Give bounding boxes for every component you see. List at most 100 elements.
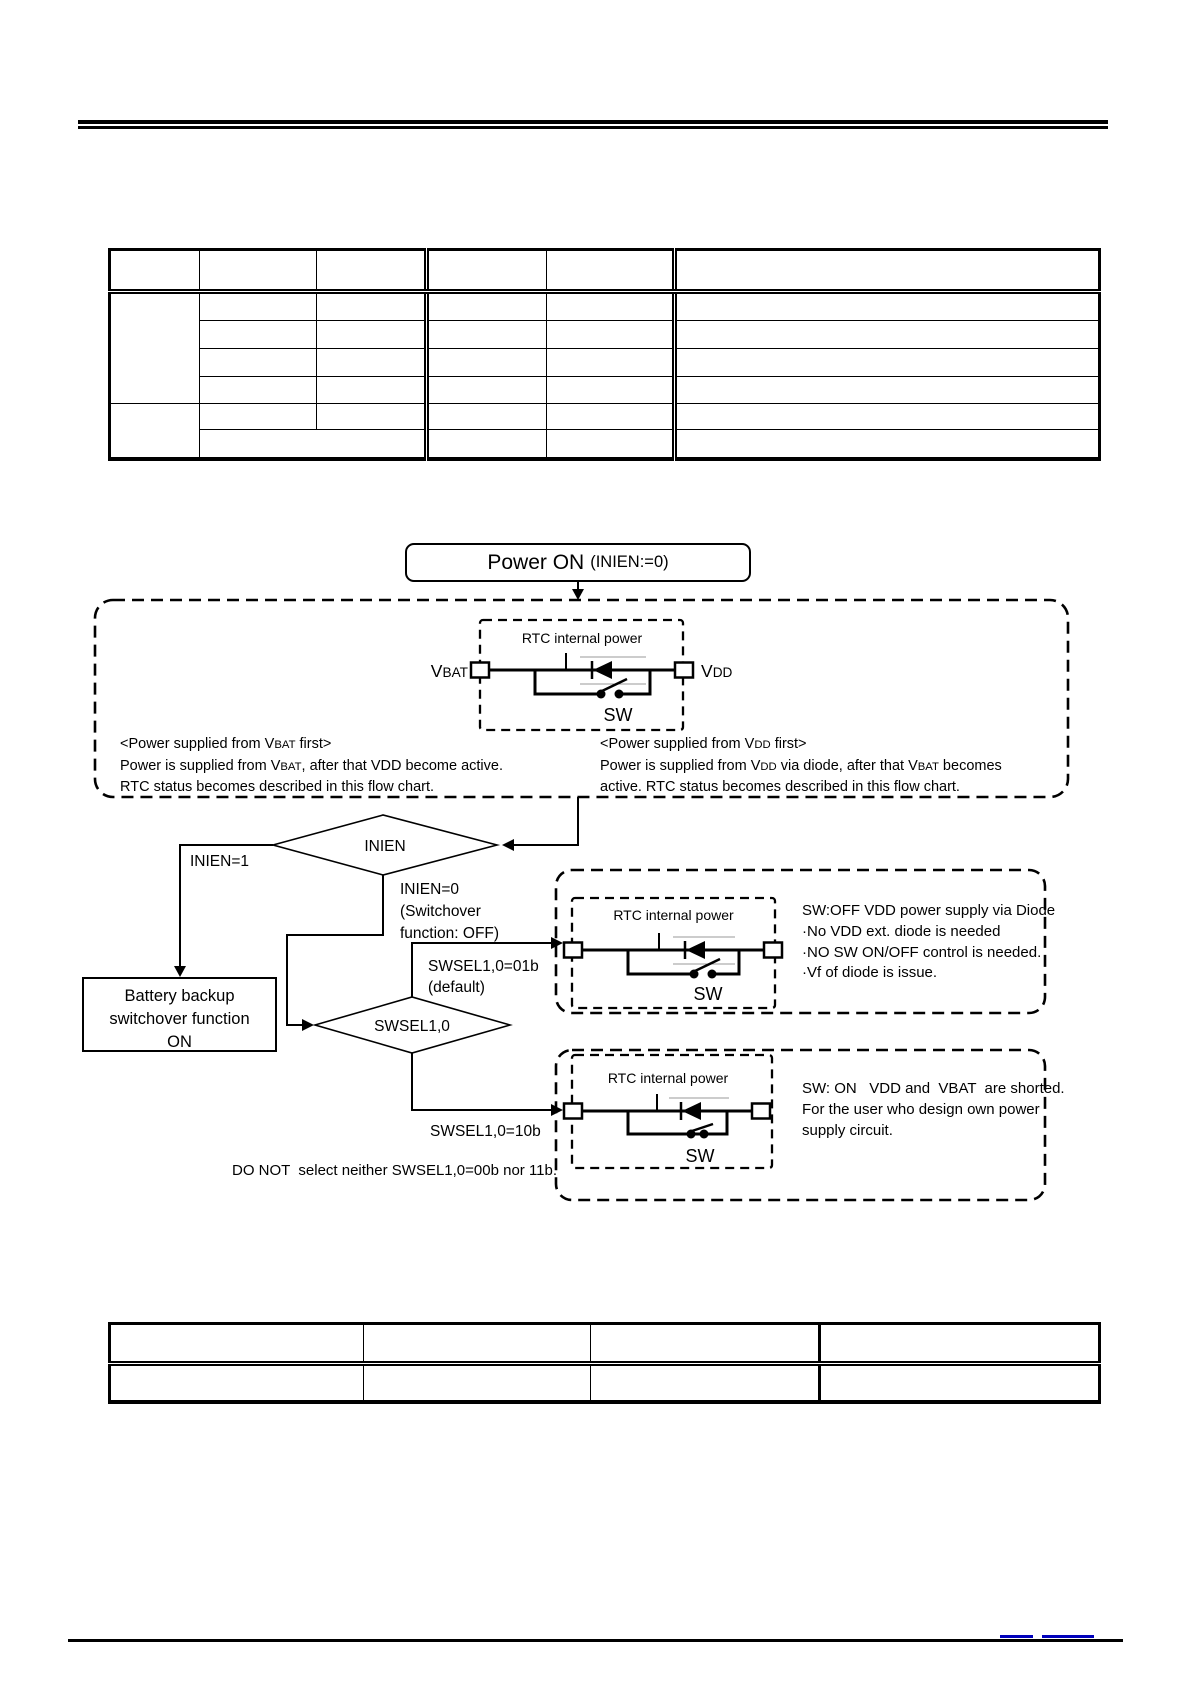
vbat-terminal	[469, 661, 491, 679]
note-vbat-first: <Power supplied from VBAT first>Power is…	[120, 736, 503, 795]
vdd-terminal	[750, 1102, 772, 1120]
sw-off-outer-dashed-box	[554, 868, 1047, 1015]
swsel-decision-diamond	[312, 996, 513, 1054]
table-cell	[546, 249, 675, 294]
table-cell	[590, 1323, 820, 1366]
top-rule-lower	[78, 126, 1108, 129]
sw-label: SW	[693, 984, 723, 1004]
inien-decision-label: INIEN	[364, 838, 406, 855]
arrowheads	[174, 589, 584, 1116]
power-on-start-box: Power ON (INIEN:=0)	[405, 543, 751, 582]
decision-diamonds	[269, 814, 513, 1054]
flow-connectors	[179, 582, 579, 1111]
table-cell	[590, 1363, 820, 1402]
top-table	[108, 248, 1101, 461]
start-label: Power ON	[487, 550, 585, 574]
table-cell	[316, 376, 427, 404]
arrow-down-icon	[572, 589, 584, 600]
table-cell	[672, 376, 1100, 404]
table-cell	[424, 429, 547, 459]
table-cell	[199, 348, 317, 377]
sw-off-notes: SW:OFF VDD power supply via Diode·No VDD…	[802, 902, 1056, 982]
note-vdd-first: <Power supplied from VDD first>Power is …	[600, 736, 1002, 795]
table-cell	[363, 1323, 591, 1366]
switch-closed-icon	[691, 1122, 714, 1133]
table-cell	[424, 249, 547, 294]
rtc-power-circuit-sw-on	[562, 1094, 772, 1139]
top-rule-upper	[78, 120, 1108, 124]
table-cell	[424, 320, 547, 349]
arrow-left-icon	[502, 839, 514, 851]
sw-on-notes: SW: ON VDD and VBAT are shorted.For the …	[802, 1080, 1065, 1139]
table-cell	[424, 291, 547, 321]
inien-decision-diamond	[269, 814, 501, 876]
diode-icon	[682, 1102, 701, 1120]
table-cell	[546, 376, 675, 404]
rtc-power-circuit-sw-off	[562, 933, 784, 979]
power-on-state-dashed-box	[93, 598, 1070, 799]
sw-on-outer-dashed-box	[554, 1048, 1047, 1202]
diode-icon	[593, 661, 612, 679]
table-cell	[424, 376, 547, 404]
arrow-right-icon	[551, 1104, 563, 1116]
sw-label: SW	[685, 1146, 715, 1166]
table-row	[110, 429, 1100, 459]
bottom-table	[108, 1322, 1101, 1404]
vbat-terminal	[562, 1102, 584, 1120]
table-row	[110, 348, 1100, 377]
rtc-internal-power-label: RTC internal power	[607, 1070, 729, 1086]
table-cell	[363, 1363, 591, 1402]
table-cell	[546, 429, 675, 459]
table-cell	[109, 1363, 364, 1402]
swsel-decision-label: SWSEL1,0	[374, 1018, 450, 1035]
table-cell	[316, 348, 427, 377]
footer-rule	[68, 1639, 1123, 1642]
swsel-01b-label: SWSEL1,0=01b(default)	[428, 958, 539, 996]
table-cell	[818, 1363, 1100, 1402]
table-cell	[199, 249, 317, 294]
switch-open-icon	[694, 957, 721, 973]
footer-link-underline[interactable]	[1000, 1635, 1033, 1638]
inien-eq1-label: INIEN=1	[190, 853, 250, 870]
vdd-label: VDD	[701, 661, 733, 681]
top-table-header-row	[109, 249, 1100, 294]
vdd-terminal	[673, 661, 695, 679]
arrow-right-icon	[302, 1019, 314, 1031]
table-cell	[316, 291, 427, 321]
table-cell	[672, 429, 1100, 459]
rtc-power-circuit	[469, 653, 695, 699]
bottom-table-header-row	[109, 1323, 1100, 1366]
arrow-down-icon	[174, 966, 186, 977]
sw-label: SW	[603, 705, 633, 725]
table-cell	[672, 249, 1100, 294]
diode-icon	[686, 941, 705, 959]
table-cell	[672, 403, 1100, 430]
table-cell	[546, 291, 675, 321]
rtc-internal-power-label: RTC internal power	[613, 907, 734, 923]
table-cell	[672, 348, 1100, 377]
table-cell	[109, 249, 200, 294]
rtc-internal-power-label: RTC internal power	[521, 630, 643, 646]
table-row	[109, 1363, 1100, 1402]
vdd-terminal	[762, 941, 784, 959]
swsel-10b-label: SWSEL1,0=10b	[430, 1123, 541, 1140]
table-cell	[818, 1323, 1100, 1366]
start-paren-label: (INIEN:=0)	[590, 553, 669, 571]
switch-open-icon	[601, 677, 628, 693]
arrow-right-icon	[551, 937, 563, 949]
swsel-warning-text: DO NOT select neither SWSEL1,0=00b nor 1…	[232, 1162, 558, 1179]
table-cell	[199, 320, 317, 349]
table-cell	[424, 348, 547, 377]
table-cell	[109, 1323, 364, 1366]
vbat-terminal	[562, 941, 584, 959]
footer-link-underline[interactable]	[1042, 1635, 1094, 1638]
table-cell	[546, 348, 675, 377]
table-row	[110, 320, 1100, 349]
table-cell	[546, 320, 675, 349]
table-cell	[199, 429, 427, 459]
vbat-label: VBAT	[430, 661, 468, 681]
